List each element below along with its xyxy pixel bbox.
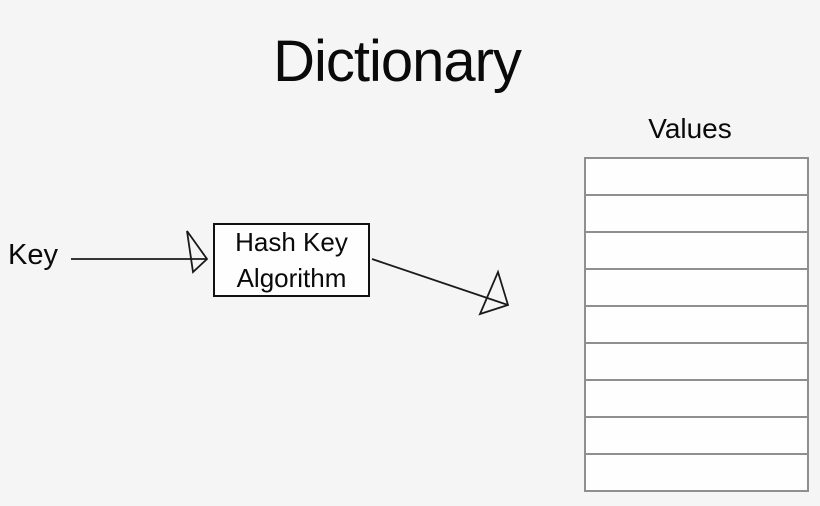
open-arrowhead-icon bbox=[186, 230, 209, 274]
table-row bbox=[586, 455, 807, 490]
hash-to-values-line bbox=[371, 258, 509, 306]
table-row bbox=[586, 270, 807, 307]
table-row bbox=[586, 418, 807, 455]
values-header: Values bbox=[648, 113, 732, 144]
hash-box-line1: Hash Key bbox=[235, 227, 348, 257]
table-row bbox=[586, 307, 807, 344]
open-arrowhead-icon bbox=[478, 269, 510, 316]
table-row bbox=[586, 344, 807, 381]
values-table bbox=[584, 157, 809, 492]
key-label: Key bbox=[8, 239, 58, 271]
hash-box-line2: Algorithm bbox=[236, 263, 347, 293]
table-row bbox=[586, 159, 807, 196]
hash-algorithm-box: Hash Key Algorithm bbox=[213, 223, 370, 297]
table-row bbox=[586, 381, 807, 418]
table-row bbox=[586, 233, 807, 270]
table-row bbox=[586, 196, 807, 233]
page-title: Dictionary bbox=[273, 29, 522, 94]
